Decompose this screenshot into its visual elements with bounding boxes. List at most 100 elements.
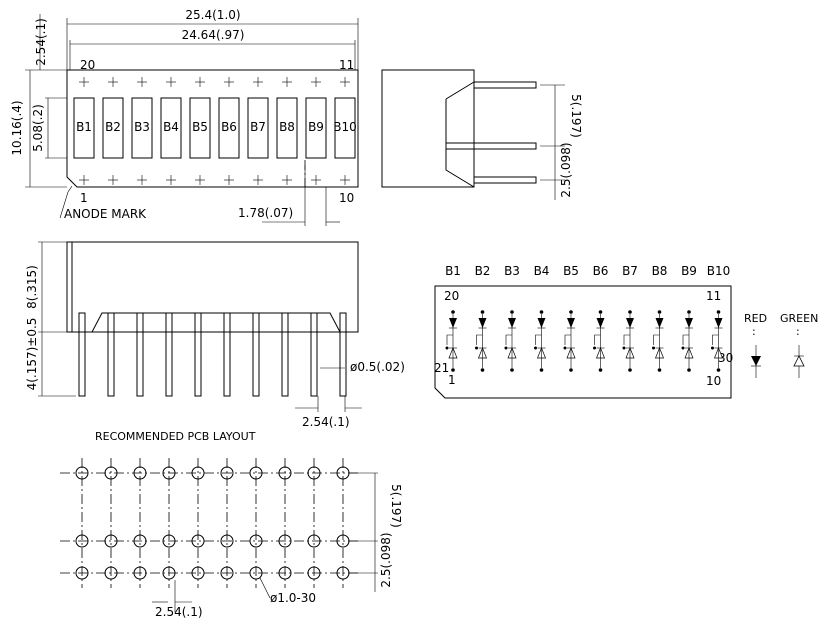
- dim-height-label: 10.16(.4): [10, 100, 24, 155]
- pin-mark-plus: [253, 175, 263, 185]
- pcb-hole-grid: [60, 458, 360, 588]
- side-body-outline: [381, 69, 475, 188]
- pcb-hole: [162, 466, 176, 480]
- pin-mark-plus: [195, 175, 205, 185]
- bottom-dim-pin-pitch: 2.54(.1): [302, 415, 350, 429]
- bottom-pin: [252, 312, 260, 397]
- pin-mark-plus: [79, 77, 89, 87]
- bottom-pin: [281, 312, 289, 397]
- sch-pin-21: 21: [434, 361, 449, 375]
- segment-window: [73, 97, 95, 159]
- dim-gap-label: 1.78(.07): [238, 206, 293, 220]
- front-pin-20: 20: [80, 58, 95, 72]
- schematic-diode-pair: [563, 310, 576, 372]
- legend-green-colon: :: [796, 325, 800, 338]
- legend-red-colon: :: [752, 325, 756, 338]
- pcb-dim-pitch: 2.54(.1): [155, 605, 203, 619]
- pin-mark-plus: [340, 175, 350, 185]
- bottom-pins: [78, 312, 347, 397]
- schematic-segment-label: B2: [475, 264, 491, 278]
- pin-mark-plus: [311, 77, 321, 87]
- pcb-hole: [191, 466, 205, 480]
- pin-mark-plus: [282, 175, 292, 185]
- segment-window: [189, 97, 211, 159]
- segment-label: B6: [221, 120, 237, 134]
- schematic-segment-label: B1: [445, 264, 461, 278]
- pcb-hole: [75, 534, 89, 548]
- bottom-pin: [165, 312, 173, 397]
- pcb-hole: [249, 566, 263, 580]
- bottom-pin: [107, 312, 115, 397]
- pin-mark-plus: [311, 175, 321, 185]
- bottom-dim-pin-length: 4(.157)±0.5: [25, 318, 39, 391]
- pcb-hole: [220, 466, 234, 480]
- sch-pin-30: 30: [718, 351, 733, 365]
- pcb-hole: [249, 534, 263, 548]
- pcb-title: RECOMMENDED PCB LAYOUT: [95, 430, 256, 443]
- pcb-hole: [133, 534, 147, 548]
- segment-label: B5: [192, 120, 208, 134]
- bottom-dim-pin-dia: ø0.5(.02): [350, 360, 405, 374]
- schematic-segment-label: B8: [652, 264, 668, 278]
- segment-label: B8: [279, 120, 295, 134]
- legend-red-label: RED: [744, 312, 767, 325]
- bottom-pin: [339, 312, 347, 397]
- pcb-layout: RECOMMENDED PCB LAYOUT 5(.197) 2.5(.098)…: [60, 430, 403, 619]
- schematic-segment-label: B6: [593, 264, 609, 278]
- pcb-hole: [162, 534, 176, 548]
- segment-window: [334, 97, 356, 159]
- pcb-dim-right-top: 5(.197): [389, 484, 403, 528]
- side-lead-top: [473, 81, 537, 89]
- sch-pin-10: 10: [706, 374, 721, 388]
- segment-window: [160, 97, 182, 159]
- pin-mark-plus: [137, 175, 147, 185]
- pin-mark-plus: [166, 77, 176, 87]
- schematic-diode-pair: [475, 310, 488, 372]
- side-dim-offset: 2.5(.098): [559, 142, 573, 197]
- pcb-hole: [220, 534, 234, 548]
- legend-green-diode-icon: [793, 345, 805, 378]
- segment-label: B10: [333, 120, 357, 134]
- segment-window: [276, 97, 298, 159]
- schematic-segment-label: B3: [504, 264, 520, 278]
- anode-mark-leader: [59, 185, 73, 219]
- pcb-hole: [104, 466, 118, 480]
- sch-pin-1: 1: [448, 373, 456, 387]
- dim-window-label: 5.08(.2): [31, 104, 45, 152]
- pin-mark-plus: [340, 77, 350, 87]
- pin-mark-plus: [253, 77, 263, 87]
- pcb-hole: [278, 466, 292, 480]
- bottom-pin: [194, 312, 202, 397]
- sch-pin-20: 20: [444, 289, 459, 303]
- schematic-diode-pair: [534, 310, 547, 372]
- segment-label: B1: [76, 120, 92, 134]
- segment-window: [102, 97, 124, 159]
- bottom-pin: [310, 312, 318, 397]
- schematic-segment-label: B10: [707, 264, 731, 278]
- side-lead-middle: [445, 142, 537, 150]
- schematic-segment-label: B7: [622, 264, 638, 278]
- front-pin-marks: [79, 77, 350, 185]
- pin-mark-plus: [166, 175, 176, 185]
- side-lead-bottom: [473, 176, 537, 184]
- dim-span-label: 24.64(.97): [182, 28, 245, 42]
- pcb-hole: [104, 534, 118, 548]
- front-pin-11: 11: [339, 58, 354, 72]
- legend-green-label: GREEN: [780, 312, 818, 325]
- schematic-segment-label: B9: [681, 264, 697, 278]
- dim-total-label: 25.4(1.0): [185, 8, 240, 22]
- pcb-hole: [307, 466, 321, 480]
- pcb-hole: [220, 566, 234, 580]
- pcb-hole: [133, 466, 147, 480]
- bottom-pin: [78, 312, 86, 397]
- anode-mark-label: ANODE MARK: [64, 207, 147, 221]
- segment-label: B9: [308, 120, 324, 134]
- bottom-pin: [136, 312, 144, 397]
- sch-pin-11: 11: [706, 289, 721, 303]
- pcb-hole: [278, 534, 292, 548]
- front-pin-1: 1: [80, 191, 88, 205]
- side-dim-pitch: 5(.197): [569, 94, 583, 138]
- pcb-dim-right-bottom: 2.5(.098): [379, 532, 393, 587]
